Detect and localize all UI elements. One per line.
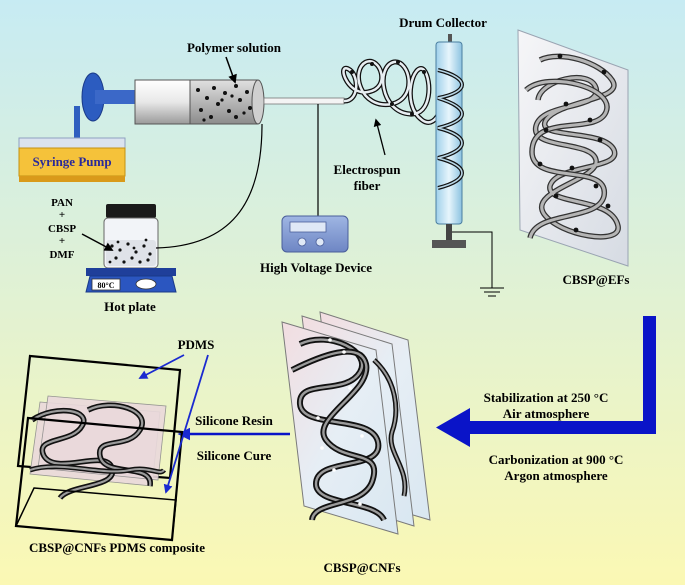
electrospun-label-1: Electrospun xyxy=(334,162,402,177)
vial-arrow xyxy=(81,233,114,251)
pdms-label: PDMS xyxy=(178,337,215,352)
cbsp-cnfs-stack xyxy=(281,311,431,535)
silicone-resin-label: Silicone Resin xyxy=(195,413,273,428)
composite-label: CBSP@CNFs PDMS composite xyxy=(29,540,205,555)
hot-plate-temp: 80°C xyxy=(98,281,115,290)
drum-collector xyxy=(432,34,504,297)
hot-plate: 80°C xyxy=(85,268,177,293)
stabilization-label-1: Stabilization at 250 °C xyxy=(484,390,609,405)
carbonization-label-1: Carbonization at 900 °C xyxy=(489,452,624,467)
silicone-cure-label: Silicone Cure xyxy=(197,448,272,463)
syringe-pump-label: Syringe Pump xyxy=(32,154,111,169)
dmf-label: DMF xyxy=(49,249,74,261)
fiber-arrow xyxy=(373,118,386,156)
pan-label: PAN xyxy=(51,197,73,209)
solution-vial xyxy=(103,204,159,269)
process-arrow xyxy=(436,316,656,447)
electrospun-fiber-coil xyxy=(341,58,446,125)
cbsp-efs-mat xyxy=(517,29,629,267)
high-voltage-device xyxy=(281,215,349,253)
feed-tube xyxy=(155,123,263,249)
high-voltage-label: High Voltage Device xyxy=(260,260,372,275)
pdms-arrow-2 xyxy=(163,354,209,494)
pdms-composite xyxy=(14,354,184,542)
pdms-arrow-1 xyxy=(138,354,185,379)
cbsp-cnfs-label: CBSP@CNFs xyxy=(323,560,400,575)
plus-2: + xyxy=(59,235,65,247)
cbsp-label: CBSP xyxy=(48,223,76,235)
polymer-solution-label: Polymer solution xyxy=(187,40,282,55)
plus-1: + xyxy=(59,209,65,221)
drum-collector-label: Drum Collector xyxy=(399,15,487,30)
syringe-pump: Syringe Pump xyxy=(18,72,135,182)
electrospun-label-2: fiber xyxy=(354,178,381,193)
cbsp-efs-label: CBSP@EFs xyxy=(563,272,630,287)
syringe xyxy=(134,79,345,125)
carbonization-label-2: Argon atmosphere xyxy=(504,468,608,483)
stabilization-label-2: Air atmosphere xyxy=(503,406,590,421)
solution-particles xyxy=(196,84,252,122)
hot-plate-label: Hot plate xyxy=(104,299,156,314)
polymer-solution-arrow xyxy=(225,56,237,84)
